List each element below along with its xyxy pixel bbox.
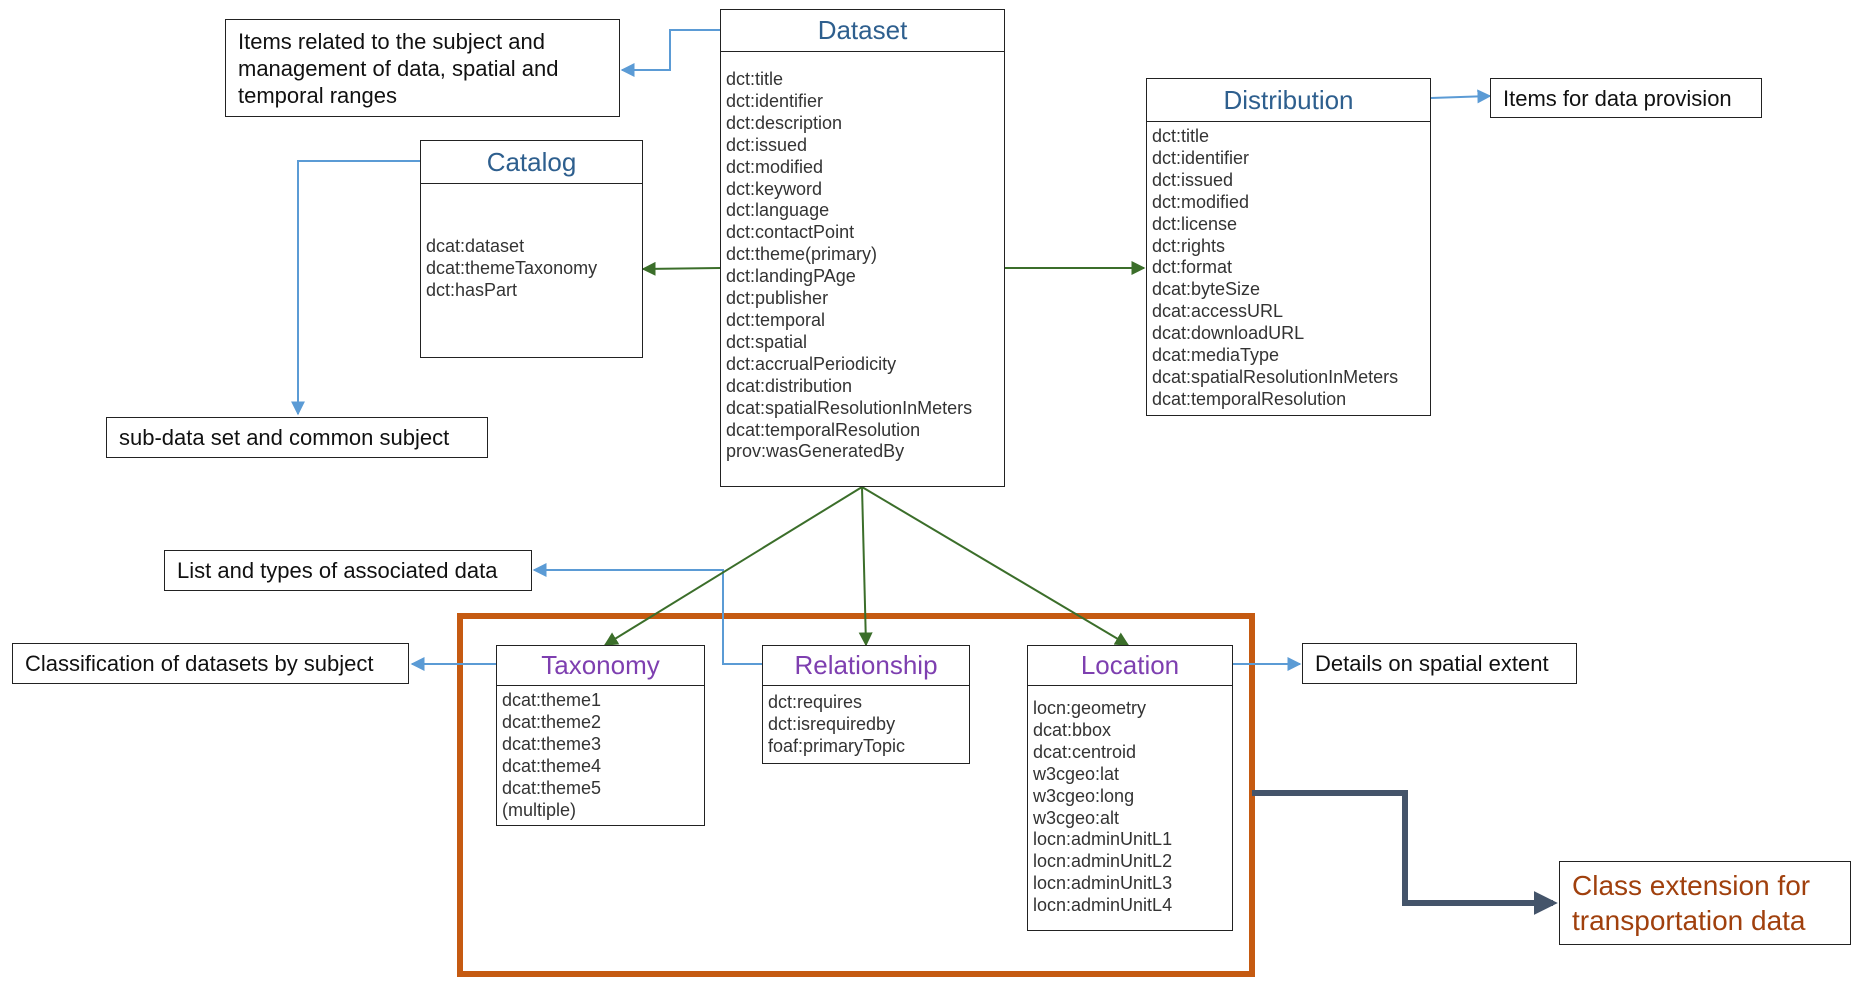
class-location-properties: locn:geometry dcat:bbox dcat:centroid w3… — [1028, 686, 1232, 923]
property: dct:contactPoint — [726, 222, 855, 243]
property: locn:adminUnitL4 — [1033, 895, 1173, 916]
class-location: Location locn:geometry dcat:bbox dcat:ce… — [1027, 645, 1233, 931]
property: dcat:downloadURL — [1152, 323, 1305, 344]
class-catalog-title: Catalog — [421, 141, 642, 184]
property: dcat:byteSize — [1152, 279, 1261, 300]
connector-dataset-to-relationship — [858, 486, 873, 647]
property: dct:issued — [726, 134, 808, 155]
class-taxonomy-title: Taxonomy — [497, 646, 704, 686]
class-dataset: Dataset dct:title dct:identifier dct:des… — [720, 9, 1005, 487]
property: dct:hasPart — [426, 279, 518, 300]
property: dcat:bbox — [1033, 719, 1112, 740]
property: dct:language — [726, 200, 830, 221]
property: dcat:theme1 — [502, 690, 602, 710]
property: dcat:distribution — [726, 375, 853, 396]
note-taxonomy: Classification of datasets by subject — [12, 643, 409, 684]
property: dct:title — [1152, 126, 1210, 146]
property: dct:issued — [1152, 169, 1234, 190]
class-distribution-title: Distribution — [1147, 79, 1430, 122]
property: dcat:theme2 — [502, 711, 602, 732]
property: dct:spatial — [726, 331, 808, 352]
class-relationship-properties: dct:requires dct:isrequiredby foaf:prima… — [763, 686, 969, 764]
note-relationship: List and types of associated data — [164, 550, 532, 591]
class-relationship-title: Relationship — [763, 646, 969, 686]
property: dct:license — [1152, 213, 1238, 234]
property: dct:description — [726, 112, 843, 133]
note-transportation-extension: Class extension for transportation data — [1559, 861, 1851, 945]
property: dct:modified — [726, 156, 824, 177]
property: dct:temporal — [726, 309, 826, 330]
connector-extension-to-note — [1252, 790, 1558, 915]
connector-distribution-to-note — [1430, 89, 1492, 104]
note-catalog: sub-data set and common subject — [106, 417, 488, 458]
connector-dataset-to-note — [620, 29, 720, 77]
property: dcat:themeTaxonomy — [426, 257, 598, 278]
class-catalog: Catalog dcat:dataset dcat:themeTaxonomy … — [420, 140, 643, 358]
property: dct:publisher — [726, 288, 829, 309]
property: dcat:spatialResolutionInMeters — [726, 397, 973, 418]
property: (multiple) — [502, 799, 577, 820]
class-relationship: Relationship dct:requires dct:isrequired… — [762, 645, 970, 764]
property: prov:wasGeneratedBy — [726, 441, 905, 462]
class-location-title: Location — [1028, 646, 1232, 686]
property: dct:landingPAge — [726, 266, 856, 287]
property: dct:identifier — [726, 90, 824, 111]
property: locn:adminUnitL1 — [1033, 829, 1173, 850]
class-distribution: Distribution dct:title dct:identifier dc… — [1146, 78, 1431, 416]
property: dcat:accessURL — [1152, 301, 1284, 322]
class-catalog-properties: dcat:dataset dcat:themeTaxonomy dct:hasP… — [421, 184, 642, 308]
connector-dataset-to-taxonomy — [603, 486, 863, 646]
property: dct:requires — [768, 692, 863, 712]
property: dct:modified — [1152, 191, 1250, 212]
class-taxonomy-properties: dcat:theme1 dcat:theme2 dcat:theme3 dcat… — [497, 686, 704, 827]
property: dcat:spatialResolutionInMeters — [1152, 366, 1399, 387]
property: w3cgeo:lat — [1033, 763, 1120, 784]
property: w3cgeo:long — [1033, 785, 1135, 806]
connector-catalog-to-note — [291, 160, 420, 416]
property: locn:adminUnitL3 — [1033, 873, 1173, 894]
property: dcat:theme5 — [502, 777, 602, 798]
property: dct:accrualPeriodicity — [726, 353, 897, 374]
property: dcat:theme4 — [502, 755, 602, 776]
note-dataset: Items related to the subject and managem… — [225, 19, 620, 117]
class-distribution-properties: dct:title dct:identifier dct:issued dct:… — [1147, 122, 1430, 417]
class-taxonomy: Taxonomy dcat:theme1 dcat:theme2 dcat:th… — [496, 645, 705, 826]
property: locn:adminUnitL2 — [1033, 851, 1173, 872]
note-distribution: Items for data provision — [1490, 78, 1762, 118]
property: dct:isrequiredby — [768, 713, 896, 734]
property: w3cgeo:alt — [1033, 807, 1120, 828]
property: dcat:mediaType — [1152, 345, 1280, 366]
property: dct:identifier — [1152, 147, 1250, 168]
property: dcat:temporalResolution — [726, 419, 921, 440]
property: dct:keyword — [726, 178, 823, 199]
note-location: Details on spatial extent — [1302, 643, 1577, 684]
class-dataset-properties: dct:title dct:identifier dct:description… — [721, 52, 1004, 469]
property: dct:rights — [1152, 235, 1226, 256]
connector-relationship-to-note — [532, 563, 762, 665]
property: foaf:primaryTopic — [768, 735, 906, 756]
property: dct:format — [1152, 257, 1233, 278]
property: dct:title — [726, 69, 784, 89]
class-dataset-title: Dataset — [721, 10, 1004, 52]
property: dcat:centroid — [1033, 741, 1137, 762]
property: dcat:theme3 — [502, 733, 602, 754]
connector-dataset-to-catalog — [641, 261, 721, 276]
property: dcat:dataset — [426, 236, 525, 256]
property: dcat:temporalResolution — [1152, 388, 1347, 409]
connector-dataset-to-location — [861, 486, 1130, 646]
property: dct:theme(primary) — [726, 244, 878, 265]
property: locn:geometry — [1033, 698, 1147, 718]
